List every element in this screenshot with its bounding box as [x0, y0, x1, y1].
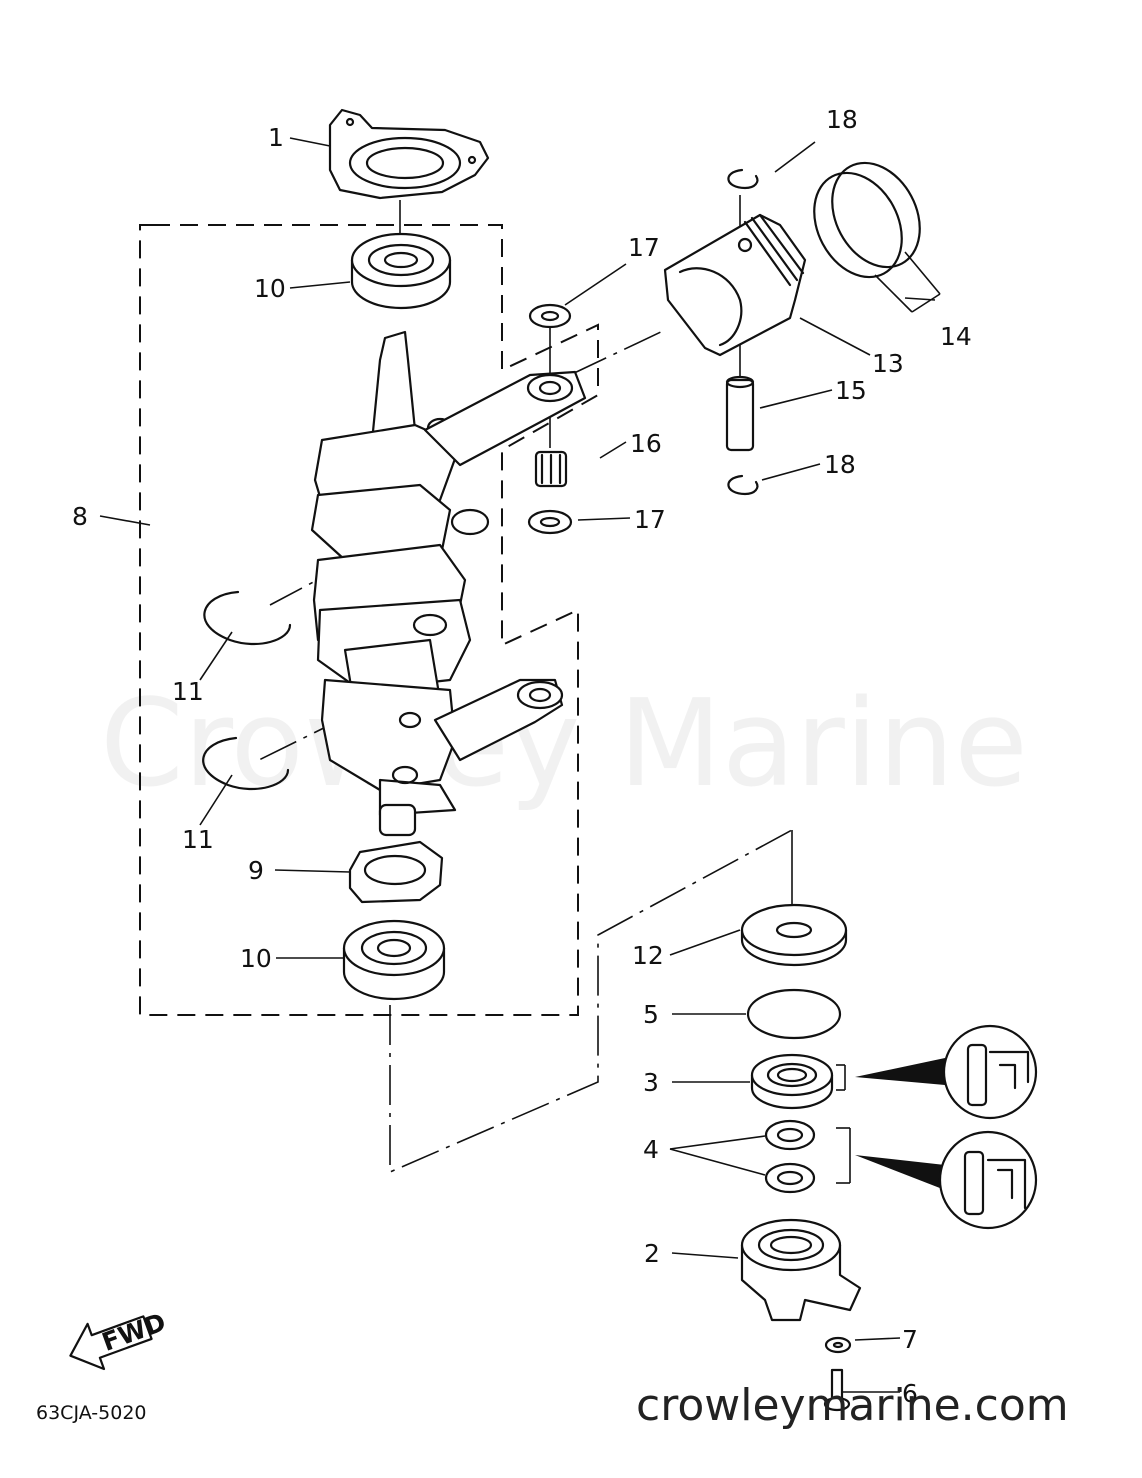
callout-10-lower: 10 [240, 944, 272, 973]
part-washers [527, 303, 573, 535]
callout-9: 9 [248, 856, 264, 885]
part-oring-5 [746, 988, 842, 1040]
leader-lines [99, 137, 936, 1393]
callout-4: 4 [643, 1135, 659, 1164]
part-piston [663, 213, 807, 357]
fwd-arrow-icon: FWD [69, 1307, 170, 1371]
detail-callout-seal-3 [855, 1024, 1038, 1120]
part-code: 63CJA-5020 [36, 1402, 147, 1424]
part-piston-pin [725, 375, 755, 452]
part-bearing-lower [342, 919, 446, 1001]
callout-8: 8 [72, 502, 88, 531]
callout-14: 14 [940, 322, 972, 351]
callout-7: 7 [902, 1325, 918, 1354]
callout-15: 15 [835, 376, 867, 405]
part-piston-rings [813, 161, 941, 313]
callout-18-upper: 18 [826, 105, 858, 134]
callout-1: 1 [268, 123, 284, 152]
callout-11-lower: 11 [182, 825, 214, 854]
callout-13: 13 [872, 349, 904, 378]
part-circlips [202, 590, 292, 790]
part-needle-bearing [534, 450, 568, 488]
callout-12: 12 [632, 941, 664, 970]
callout-11-upper: 11 [172, 677, 204, 706]
part-bolt-6 [823, 1368, 851, 1412]
part-seal-3 [750, 1053, 834, 1110]
part-bearing-upper [350, 232, 452, 310]
detail-callout-seals-4 [855, 1130, 1038, 1230]
site-url: crowleymarine.com [636, 1380, 1069, 1431]
callout-6: 6 [902, 1379, 918, 1408]
part-washer-7 [824, 1336, 852, 1354]
part-seals-4 [764, 1119, 816, 1194]
part-housing-2 [740, 1218, 862, 1322]
callout-5: 5 [643, 1000, 659, 1029]
callout-17-upper: 17 [628, 233, 660, 262]
callout-17-lower: 17 [634, 505, 666, 534]
callout-numbers: 1 2 3 4 5 6 7 8 9 10 10 11 11 12 13 14 1… [72, 105, 972, 1408]
part-washer-12 [740, 903, 848, 967]
callout-10-upper: 10 [254, 274, 286, 303]
callout-3: 3 [643, 1068, 659, 1097]
part-gear-9 [348, 840, 444, 904]
part-crankshaft [310, 330, 587, 837]
callout-2: 2 [644, 1239, 660, 1268]
watermark-text: Crowley Marine [100, 675, 1029, 814]
part-clips-18 [727, 168, 759, 496]
part-plate [328, 108, 490, 200]
assembly-boundary [139, 224, 599, 1016]
fwd-label: FWD [98, 1307, 169, 1357]
callout-18-lower: 18 [824, 450, 856, 479]
callout-16: 16 [630, 429, 662, 458]
